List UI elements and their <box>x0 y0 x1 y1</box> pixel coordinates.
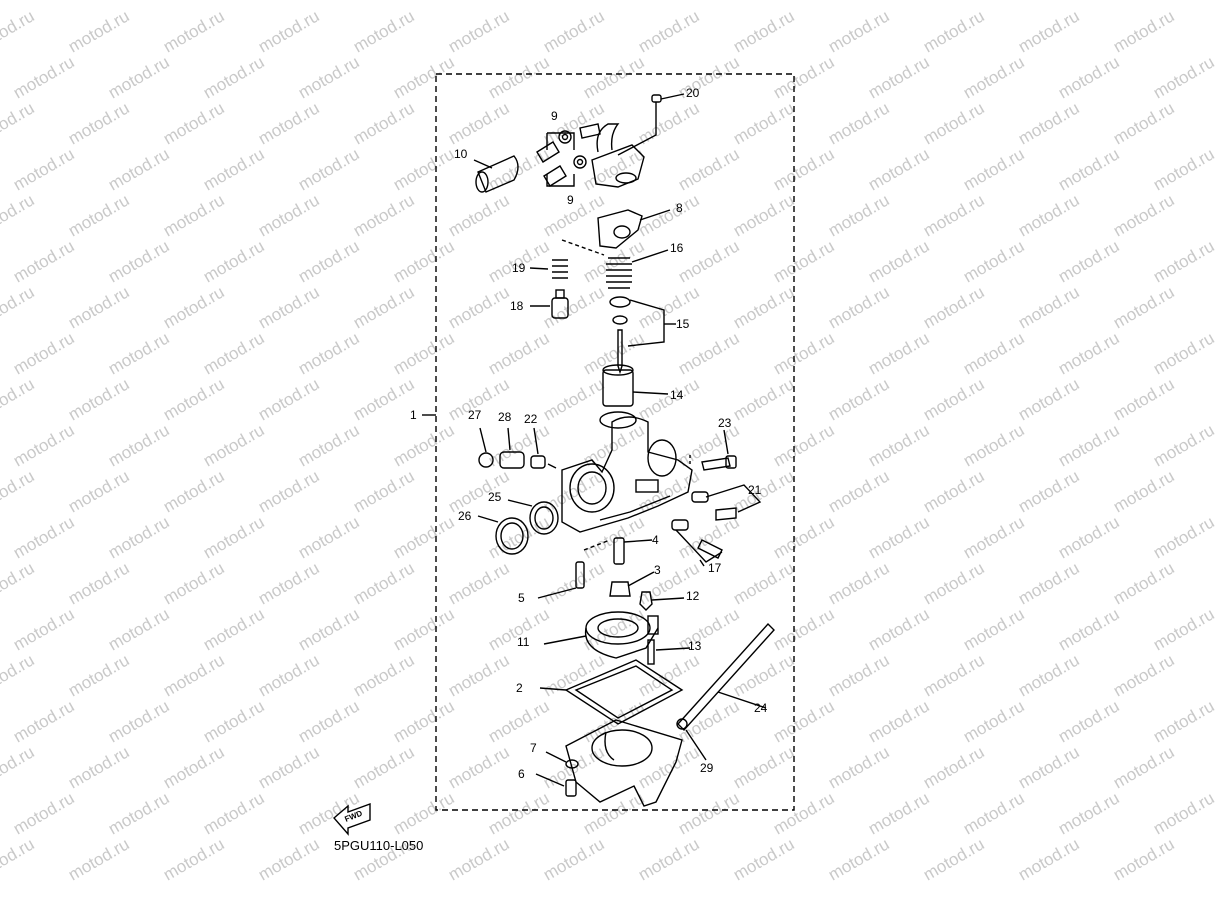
callout-15: 15 <box>676 317 690 331</box>
callout-4: 4 <box>652 533 659 547</box>
callout-20: 20 <box>686 86 700 100</box>
callout-8: 8 <box>676 201 683 215</box>
callout-12: 12 <box>686 589 700 603</box>
callout-9-bottom: 9 <box>567 193 574 207</box>
callout-23: 23 <box>718 416 732 430</box>
callout-6: 6 <box>518 767 525 781</box>
callout-16: 16 <box>670 241 684 255</box>
callout-9-top: 9 <box>551 109 558 123</box>
callout-29: 29 <box>700 761 714 775</box>
callout-17: 17 <box>708 561 722 575</box>
callout-2: 2 <box>516 681 523 695</box>
fwd-label: FWD <box>343 809 363 824</box>
callout-28: 28 <box>498 410 512 424</box>
callout-14: 14 <box>670 388 684 402</box>
callout-26: 26 <box>458 509 472 523</box>
callout-22: 22 <box>524 412 538 426</box>
callout-27: 27 <box>468 408 482 422</box>
callout-21: 21 <box>748 483 762 497</box>
callout-11: 11 <box>517 635 530 649</box>
fwd-arrow-icon <box>333 803 371 836</box>
diagram-code: 5PGU110-L050 <box>334 838 424 853</box>
callout-13: 13 <box>688 639 702 653</box>
callout-10: 10 <box>454 147 468 161</box>
callout-18: 18 <box>510 299 524 313</box>
callout-19: 19 <box>512 261 526 275</box>
callout-3: 3 <box>654 563 661 577</box>
callout-25: 25 <box>488 490 502 504</box>
callout-1: 1 <box>410 408 417 422</box>
callout-7: 7 <box>530 741 537 755</box>
callout-5: 5 <box>518 591 525 605</box>
callout-24: 24 <box>754 701 768 715</box>
assembly-frame <box>435 73 795 811</box>
